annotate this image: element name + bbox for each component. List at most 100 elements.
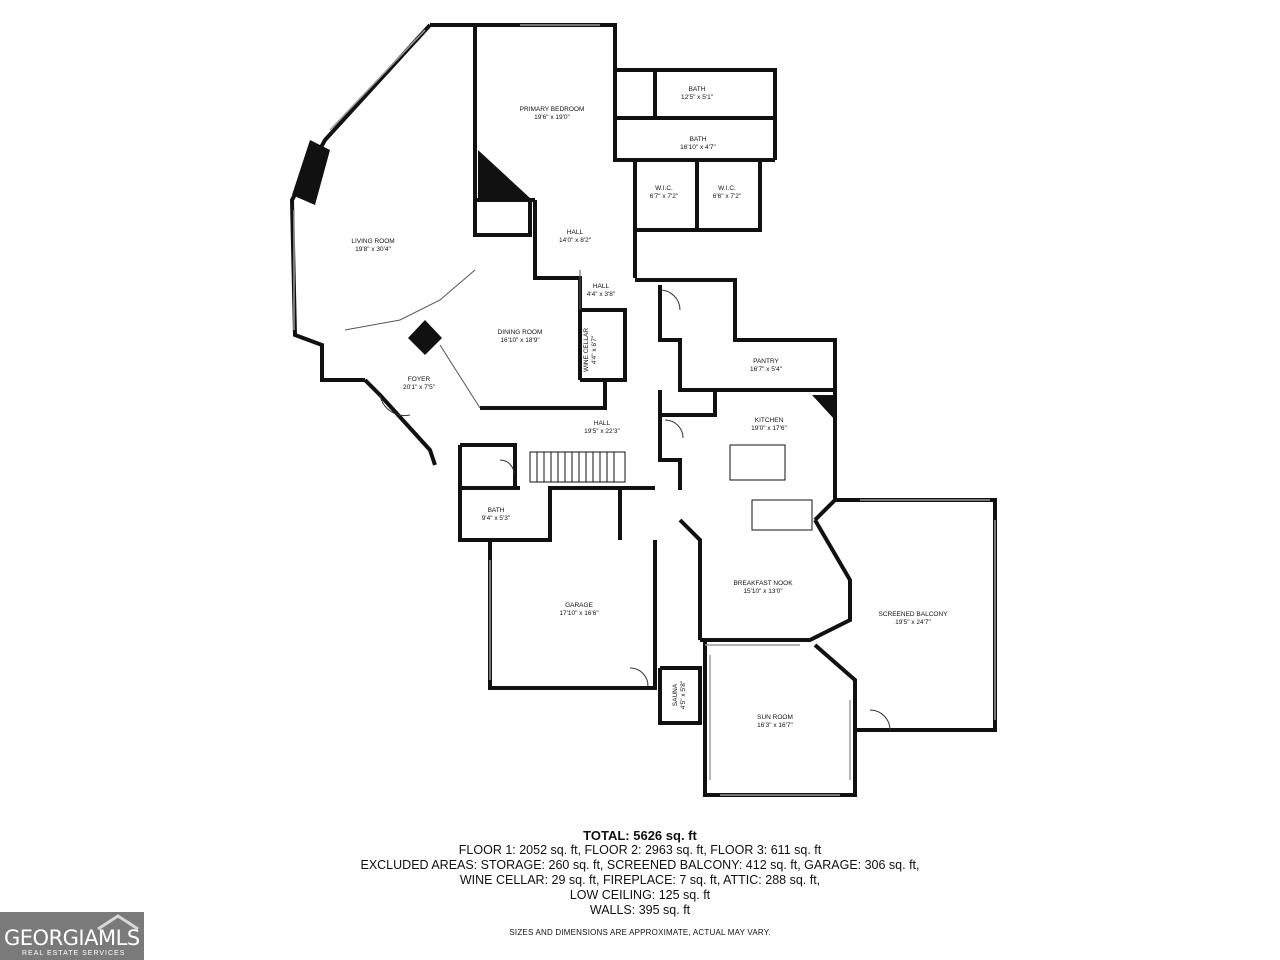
fireplace-kitchen <box>812 395 835 420</box>
wall-pantry <box>635 278 837 390</box>
wall-hall-center <box>658 415 682 490</box>
room-name: HALL <box>566 229 584 236</box>
roof-icon <box>97 914 139 930</box>
room-dims: 4'5" x 5'8" <box>680 680 687 710</box>
room-name: DINING ROOM <box>497 329 543 336</box>
logo-brand: GEORGIAMLS <box>4 926 140 950</box>
room-sauna: SAUNA 4'5" x 5'8" <box>672 681 688 709</box>
room-dims: 4'4" x 6'7" <box>591 335 598 365</box>
room-dims: 4'4" x 3'8" <box>586 291 616 298</box>
room-sun-room: SUN ROOM 16'3" x 16'7" <box>757 714 793 730</box>
wall-hall-upper <box>533 200 582 380</box>
room-pantry: PANTRY 16'7" x 5'4" <box>750 358 782 374</box>
room-primary-bedroom: PRIMARY BEDROOM 19'6" x 19'0" <box>520 106 585 122</box>
kitchen-island <box>729 444 786 481</box>
room-name: GARAGE <box>565 602 593 609</box>
room-name: BREAKFAST NOOK <box>733 580 793 587</box>
excluded-areas: EXCLUDED AREAS: STORAGE: 260 sq. ft, SCR… <box>360 858 920 872</box>
room-hall-3: HALL 19'5" x 22'3" <box>584 420 620 436</box>
wall-bath-top <box>615 68 777 160</box>
total-area: TOTAL: 5626 sq. ft <box>583 828 697 843</box>
room-dims: 6'7" x 7'2" <box>649 193 679 200</box>
room-dims: 19'5" x 22'3" <box>584 428 620 435</box>
kitchen-counter <box>751 499 813 531</box>
area-summary: TOTAL: 5626 sq. ft FLOOR 1: 2052 sq. ft,… <box>0 828 1280 918</box>
room-living-room: LIVING ROOM 19'8" x 30'4" <box>351 238 394 254</box>
wall-stairs-block <box>460 443 517 488</box>
room-dims: 19'8" x 30'4" <box>355 246 391 253</box>
stairs <box>529 451 626 483</box>
room-dims: 19'0" x 17'6" <box>751 425 787 432</box>
room-dims: 20'1" x 7'5" <box>402 384 436 391</box>
wall-dining <box>473 200 532 237</box>
room-bath-1: BATH 12'5" x 5'1" <box>681 86 713 102</box>
room-dims: 6'6" x 7'2" <box>712 193 742 200</box>
wall-bedroom-east <box>613 70 775 162</box>
room-dims: 14'0" x 8'2" <box>558 237 592 244</box>
room-wic-1: W.I.C. 6'7" x 7'2" <box>650 185 678 201</box>
room-dining-room: DINING ROOM 16'10" x 18'9" <box>498 329 543 345</box>
room-name: BATH <box>487 507 505 514</box>
floor-plan: PRIMARY BEDROOM 19'6" x 19'0" BATH 12'5"… <box>289 23 997 797</box>
room-hall-1: HALL 14'0" x 8'2" <box>559 229 591 245</box>
wall-nook-south <box>700 518 852 642</box>
floor-areas: FLOOR 1: 2052 sq. ft, FLOOR 2: 2963 sq. … <box>458 843 822 857</box>
room-name: LIVING ROOM <box>351 238 395 245</box>
room-wic-2: W.I.C. 6'6" x 7'2" <box>713 185 741 201</box>
room-name: HALL <box>592 283 610 290</box>
wall-living-room <box>289 23 432 382</box>
room-dims: 16'10" x 4'7" <box>680 144 716 151</box>
room-name: W.I.C. <box>655 185 673 192</box>
room-name: WINE CELLAR <box>583 327 590 373</box>
wall-foyer <box>363 378 437 466</box>
wall-dining-south <box>480 380 607 410</box>
wall-nook-west <box>678 518 702 640</box>
wall-pantry-inner <box>658 285 835 392</box>
room-wine-cellar: WINE CELLAR 4'4" x 6'7" <box>583 328 599 372</box>
low-ceiling-area: LOW CEILING: 125 sq. ft <box>569 888 711 902</box>
wall-wine-cellar <box>580 308 627 382</box>
wall-sauna <box>658 666 702 725</box>
room-bath-2: BATH 16'10" x 4'7" <box>680 136 716 152</box>
room-name: SAUNA <box>672 683 679 707</box>
room-foyer: FOYER 20'1" x 7'5" <box>403 376 435 392</box>
room-dims: 16'7" x 5'4" <box>749 366 783 373</box>
room-hall-2: HALL 4'4" x 3'8" <box>587 283 615 299</box>
fireplace-bedroom <box>478 150 530 198</box>
room-name: PRIMARY BEDROOM <box>519 106 585 113</box>
excluded-areas-cont: WINE CELLAR: 29 sq. ft, FIREPLACE: 7 sq.… <box>459 873 821 887</box>
room-screened-balcony: SCREENED BALCONY 19'5" x 24'7" <box>879 611 948 627</box>
room-name: SCREENED BALCONY <box>878 611 948 618</box>
wall-kitchen-west <box>658 390 717 417</box>
room-kitchen: KITCHEN 19'0" x 17'6" <box>751 417 787 433</box>
walls-area: WALLS: 395 sq. ft <box>589 903 691 917</box>
room-name: PANTRY <box>753 358 779 365</box>
room-dims: 15'10" x 13'0" <box>743 588 783 595</box>
room-dims: 16'10" x 18'9" <box>500 337 540 344</box>
room-name: SUN ROOM <box>757 714 793 721</box>
room-name: HALL <box>593 420 611 427</box>
fireplace-living <box>292 140 330 205</box>
room-dims: 19'5" x 24'7" <box>895 619 931 626</box>
room-dims: 16'3" x 16'7" <box>757 722 793 729</box>
room-bath-3: BATH 9'4" x 5'3" <box>482 507 510 523</box>
room-breakfast-nook: BREAKFAST NOOK 15'10" x 13'0" <box>733 580 792 596</box>
disclaimer: SIZES AND DIMENSIONS ARE APPROXIMATE, AC… <box>509 928 771 937</box>
room-name: BATH <box>688 86 706 93</box>
room-dims: 9'4" x 5'3" <box>481 515 511 522</box>
room-dims: 19'6" x 19'0" <box>534 114 570 121</box>
wall-sun-room <box>703 640 857 797</box>
logo-subtitle: REAL ESTATE SERVICES <box>22 950 126 957</box>
room-name: FOYER <box>407 376 431 383</box>
room-garage: GARAGE 17'10" x 16'6" <box>559 602 598 618</box>
wall-bath-block <box>458 445 520 490</box>
room-name: KITCHEN <box>754 417 784 424</box>
wall-bath-lower <box>458 486 655 542</box>
fireplace-dining <box>408 320 442 355</box>
wall-living-north <box>430 23 617 70</box>
room-name: W.I.C. <box>718 185 736 192</box>
georgia-mls-logo: GEORGIAMLS REAL ESTATE SERVICES <box>0 912 144 960</box>
room-dims: 12'5" x 5'1" <box>680 94 714 101</box>
room-dims: 17'10" x 16'6" <box>559 610 599 617</box>
floor-plan-drawing <box>289 23 997 797</box>
